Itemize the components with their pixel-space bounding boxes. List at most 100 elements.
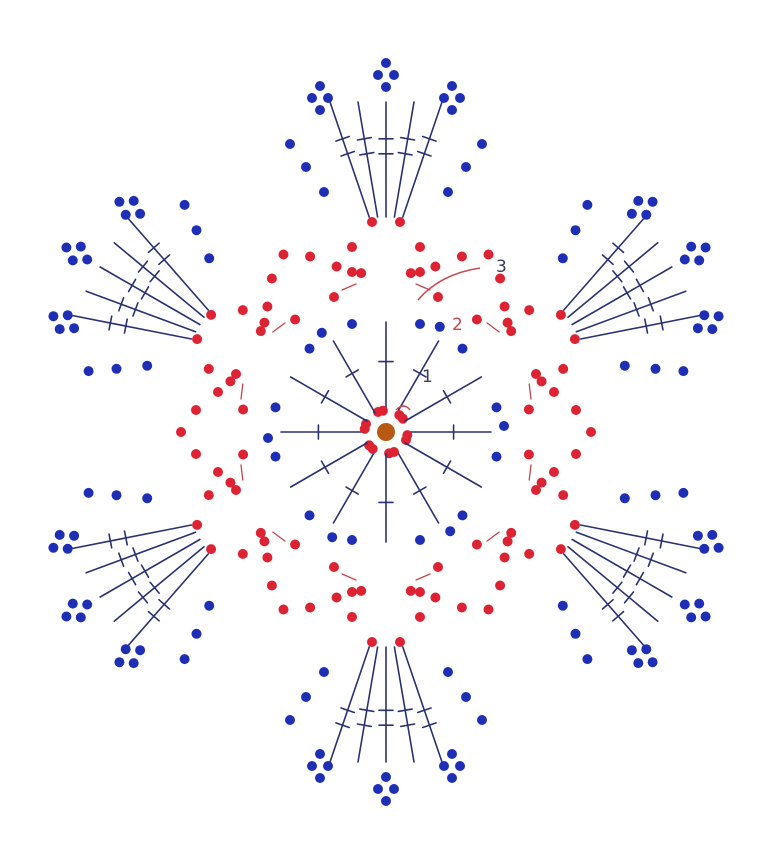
round-3-treble-bar bbox=[397, 708, 413, 713]
round-3-chain bbox=[461, 162, 471, 172]
round-2-chain bbox=[206, 544, 217, 555]
round-3-treble bbox=[113, 242, 205, 319]
picot-chain bbox=[447, 81, 457, 91]
picot-chain bbox=[82, 254, 93, 265]
round-2-chain bbox=[347, 587, 357, 597]
round-3-chain bbox=[191, 628, 202, 639]
picot-chain bbox=[67, 255, 78, 266]
round-2-chain bbox=[536, 477, 547, 488]
round-2-chain bbox=[238, 404, 249, 415]
picot-chain bbox=[373, 70, 383, 80]
round-3-chain bbox=[191, 225, 202, 236]
round-2-chain bbox=[506, 326, 517, 337]
round-2-chain bbox=[495, 580, 506, 591]
round-3-treble-bar bbox=[123, 530, 128, 546]
picot-chain bbox=[692, 323, 703, 334]
picot-chain bbox=[626, 645, 637, 656]
round-1-chain-blue bbox=[415, 535, 425, 545]
round-3-treble bbox=[113, 545, 205, 623]
round-3-chain bbox=[570, 628, 581, 639]
round-3-chain bbox=[650, 363, 661, 374]
round-3-treble-bar bbox=[140, 285, 150, 300]
round-2-chain bbox=[558, 490, 569, 501]
round-3-treble-bar bbox=[659, 315, 664, 331]
picot-chain bbox=[323, 93, 333, 103]
round-3-treble-bar bbox=[622, 285, 632, 300]
round-2-chain bbox=[523, 404, 534, 415]
round-3-chain bbox=[582, 654, 593, 665]
round-3-chain bbox=[285, 715, 295, 725]
round-3-chain bbox=[319, 667, 329, 677]
round-2-chain bbox=[191, 405, 201, 415]
picot-chain bbox=[692, 530, 703, 541]
round-3-chain bbox=[111, 490, 122, 501]
round-1-dc bbox=[396, 340, 440, 414]
picot-chain bbox=[120, 209, 131, 220]
round-3-chain bbox=[83, 487, 94, 498]
round-3-chain bbox=[319, 187, 329, 197]
round-2-chain bbox=[531, 485, 541, 495]
picot-chain bbox=[679, 254, 690, 265]
round-3-treble bbox=[357, 646, 379, 763]
picot-chain bbox=[626, 208, 637, 219]
picot-chain bbox=[647, 657, 658, 668]
picot-chain bbox=[128, 195, 139, 206]
round-2-chain bbox=[231, 485, 241, 495]
picot-chain bbox=[455, 93, 465, 103]
round-3-chain bbox=[582, 199, 593, 210]
picot-chain bbox=[48, 542, 59, 553]
round-3-treble-bar bbox=[140, 564, 150, 579]
round-3-treble bbox=[127, 217, 209, 311]
round-3-chain bbox=[557, 600, 568, 611]
round-1-dc bbox=[332, 340, 376, 414]
round-3-treble bbox=[562, 217, 645, 311]
round-2-chain bbox=[531, 369, 541, 379]
round-2-chain bbox=[329, 292, 339, 302]
round-2-chain bbox=[259, 317, 270, 328]
round-3-treble-bar bbox=[421, 722, 437, 729]
round-3-chain bbox=[285, 139, 295, 149]
round-2-chain bbox=[524, 548, 535, 559]
picot-chain bbox=[61, 242, 72, 253]
round-3-treble-bar bbox=[647, 552, 655, 568]
round-3-chain bbox=[477, 715, 487, 725]
picot-chain bbox=[686, 612, 697, 623]
round-1-chain bbox=[389, 447, 399, 457]
round-3-chain bbox=[204, 253, 215, 264]
picot-chain bbox=[120, 644, 131, 655]
picot-chain bbox=[707, 529, 718, 540]
round-3-treble-bar bbox=[335, 135, 351, 142]
round-2-chain bbox=[262, 301, 273, 312]
picot-chain bbox=[54, 529, 65, 540]
picot-chain bbox=[69, 530, 80, 541]
round-2-chain bbox=[347, 267, 357, 277]
picot-chain bbox=[48, 311, 59, 322]
round-2-chain bbox=[278, 249, 289, 260]
picot-chain bbox=[315, 773, 325, 783]
round-3-chain bbox=[443, 667, 453, 677]
round-2-chain bbox=[549, 387, 559, 397]
picot-chain bbox=[381, 796, 391, 806]
round-2-chain bbox=[495, 273, 506, 284]
round-2-slip bbox=[341, 573, 357, 581]
round-3-treble-bar bbox=[108, 533, 113, 549]
round-1-chain-blue bbox=[491, 451, 502, 462]
round-3-treble bbox=[329, 646, 371, 763]
round-2-chain bbox=[237, 305, 248, 316]
round-3-treble-bar bbox=[633, 302, 640, 317]
round-3-treble-bar bbox=[612, 270, 623, 283]
round-3-treble bbox=[579, 314, 701, 340]
round-3-treble-bar bbox=[123, 318, 128, 334]
picot-chain bbox=[135, 645, 146, 656]
round-3-treble-bar bbox=[643, 530, 649, 546]
picot-chain bbox=[307, 93, 317, 103]
round-2-chain bbox=[506, 527, 517, 538]
round-3-treble-bar bbox=[397, 151, 413, 156]
round-2-chain bbox=[367, 217, 377, 227]
round-2-chain bbox=[555, 309, 566, 320]
round-3-treble bbox=[567, 242, 659, 319]
round-2-chain bbox=[415, 242, 425, 252]
round-2-slip bbox=[272, 322, 286, 333]
round-3-treble-bar bbox=[612, 242, 625, 254]
